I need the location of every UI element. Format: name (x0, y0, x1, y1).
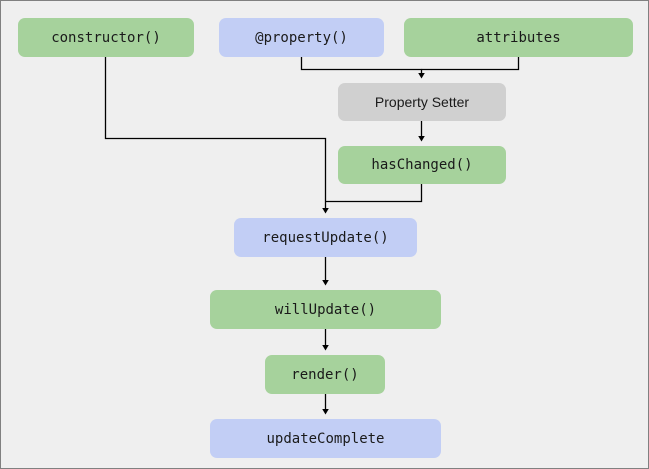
edge-haschanged-to-requestupdate (325, 184, 423, 203)
node-attributes[interactable]: attributes (404, 18, 633, 57)
node-constructor[interactable]: constructor() (18, 18, 194, 57)
edge-property-to-property-setter (300, 57, 425, 79)
node-haschanged[interactable]: hasChanged() (338, 146, 506, 184)
node-requestupdate[interactable]: requestUpdate() (234, 218, 417, 257)
node-render[interactable]: render() (265, 355, 385, 394)
node-property-setter[interactable]: Property Setter (338, 83, 506, 121)
node-willupdate[interactable]: willUpdate() (210, 290, 441, 329)
edge-attributes-to-property-setter (421, 57, 520, 71)
edge-constructor-to-requestupdate (104, 57, 329, 214)
node-property-decorator[interactable]: @property() (219, 18, 384, 57)
node-updatecomplete[interactable]: updateComplete (210, 419, 441, 458)
